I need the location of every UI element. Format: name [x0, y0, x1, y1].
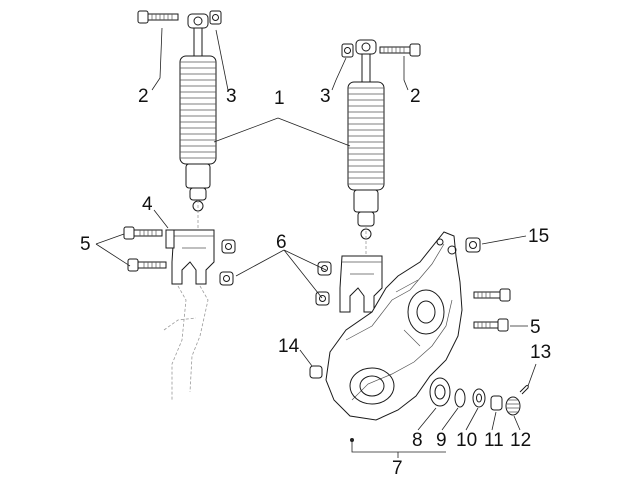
right-top-bolt — [379, 43, 421, 57]
swing-arm-plug — [309, 365, 323, 379]
callout-15: 15 — [528, 226, 549, 247]
callout-1: 1 — [274, 88, 285, 109]
callout-3-left: 3 — [226, 86, 237, 107]
callout-9: 9 — [436, 430, 447, 451]
washer — [472, 388, 486, 408]
left-bracket-nut-upper — [221, 239, 236, 254]
left-bracket-nut-lower — [219, 271, 234, 286]
leader-lines — [95, 27, 537, 458]
callout-6: 6 — [276, 232, 287, 253]
callout-7: 7 — [392, 458, 403, 479]
left-shock-spring — [179, 55, 217, 165]
left-frame-outline — [163, 285, 209, 400]
callout-10: 10 — [456, 430, 477, 451]
callout-11: 11 — [484, 430, 504, 451]
swing-arm-nut-top — [465, 237, 481, 253]
right-top-nut — [341, 43, 354, 58]
castle-nut — [505, 396, 521, 416]
swing-arm-bolt-lower — [473, 318, 509, 332]
left-mounting-bracket — [165, 229, 215, 285]
right-shock-absorber — [347, 39, 385, 254]
callout-4: 4 — [142, 194, 153, 215]
callout-2-left: 2 — [138, 86, 149, 107]
left-bracket-bolt-lower — [127, 258, 167, 272]
swing-arm-bolt-upper — [473, 288, 511, 302]
left-bracket-bolt-upper — [123, 226, 163, 240]
left-shock-absorber — [179, 13, 217, 230]
callout-14: 14 — [278, 336, 300, 357]
callout-12: 12 — [510, 430, 531, 451]
right-bracket-nut-lower — [315, 291, 330, 306]
circlip — [454, 388, 466, 408]
bearing — [429, 377, 451, 407]
left-top-bolt — [137, 10, 179, 24]
callout-3-right: 3 — [320, 86, 331, 107]
split-pin — [519, 384, 529, 395]
right-shock-spring — [347, 81, 385, 191]
callout-8: 8 — [412, 430, 423, 451]
callout-5-right: 5 — [530, 317, 541, 338]
callout-13: 13 — [530, 342, 551, 363]
axle-nut — [490, 395, 503, 411]
swing-arm — [325, 231, 463, 421]
callout-2-right: 2 — [410, 86, 421, 107]
right-bracket-nut-upper — [317, 261, 332, 276]
left-top-nut — [209, 10, 222, 25]
right-mounting-bracket — [339, 255, 383, 313]
callout-5-left: 5 — [80, 234, 91, 255]
callouts: 1 2 3 3 2 4 5 6 15 5 14 13 8 9 10 11 12 … — [80, 86, 551, 479]
